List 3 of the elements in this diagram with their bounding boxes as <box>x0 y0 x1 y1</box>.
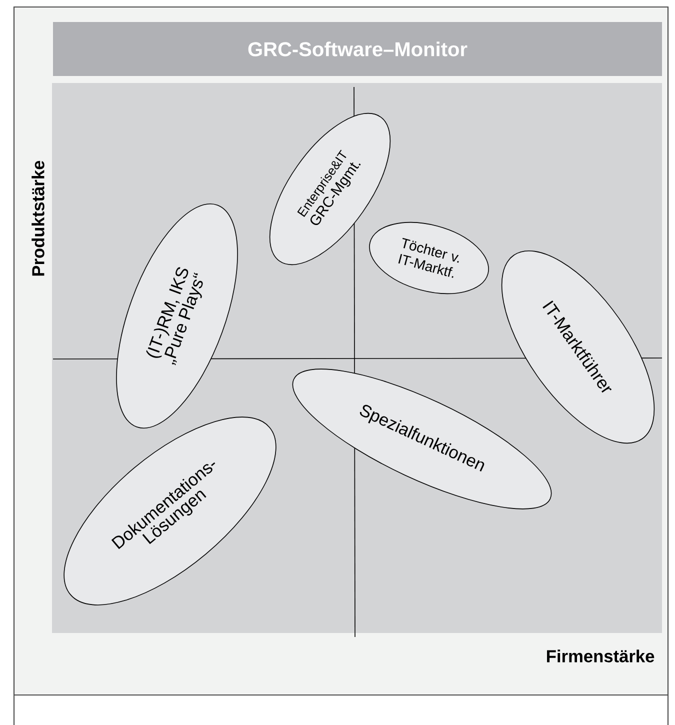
title-band: GRC-Software–Monitor <box>53 22 662 76</box>
axis-label: Firmenstärke <box>547 650 654 662</box>
axis-label: Produktstärke <box>32 160 44 276</box>
